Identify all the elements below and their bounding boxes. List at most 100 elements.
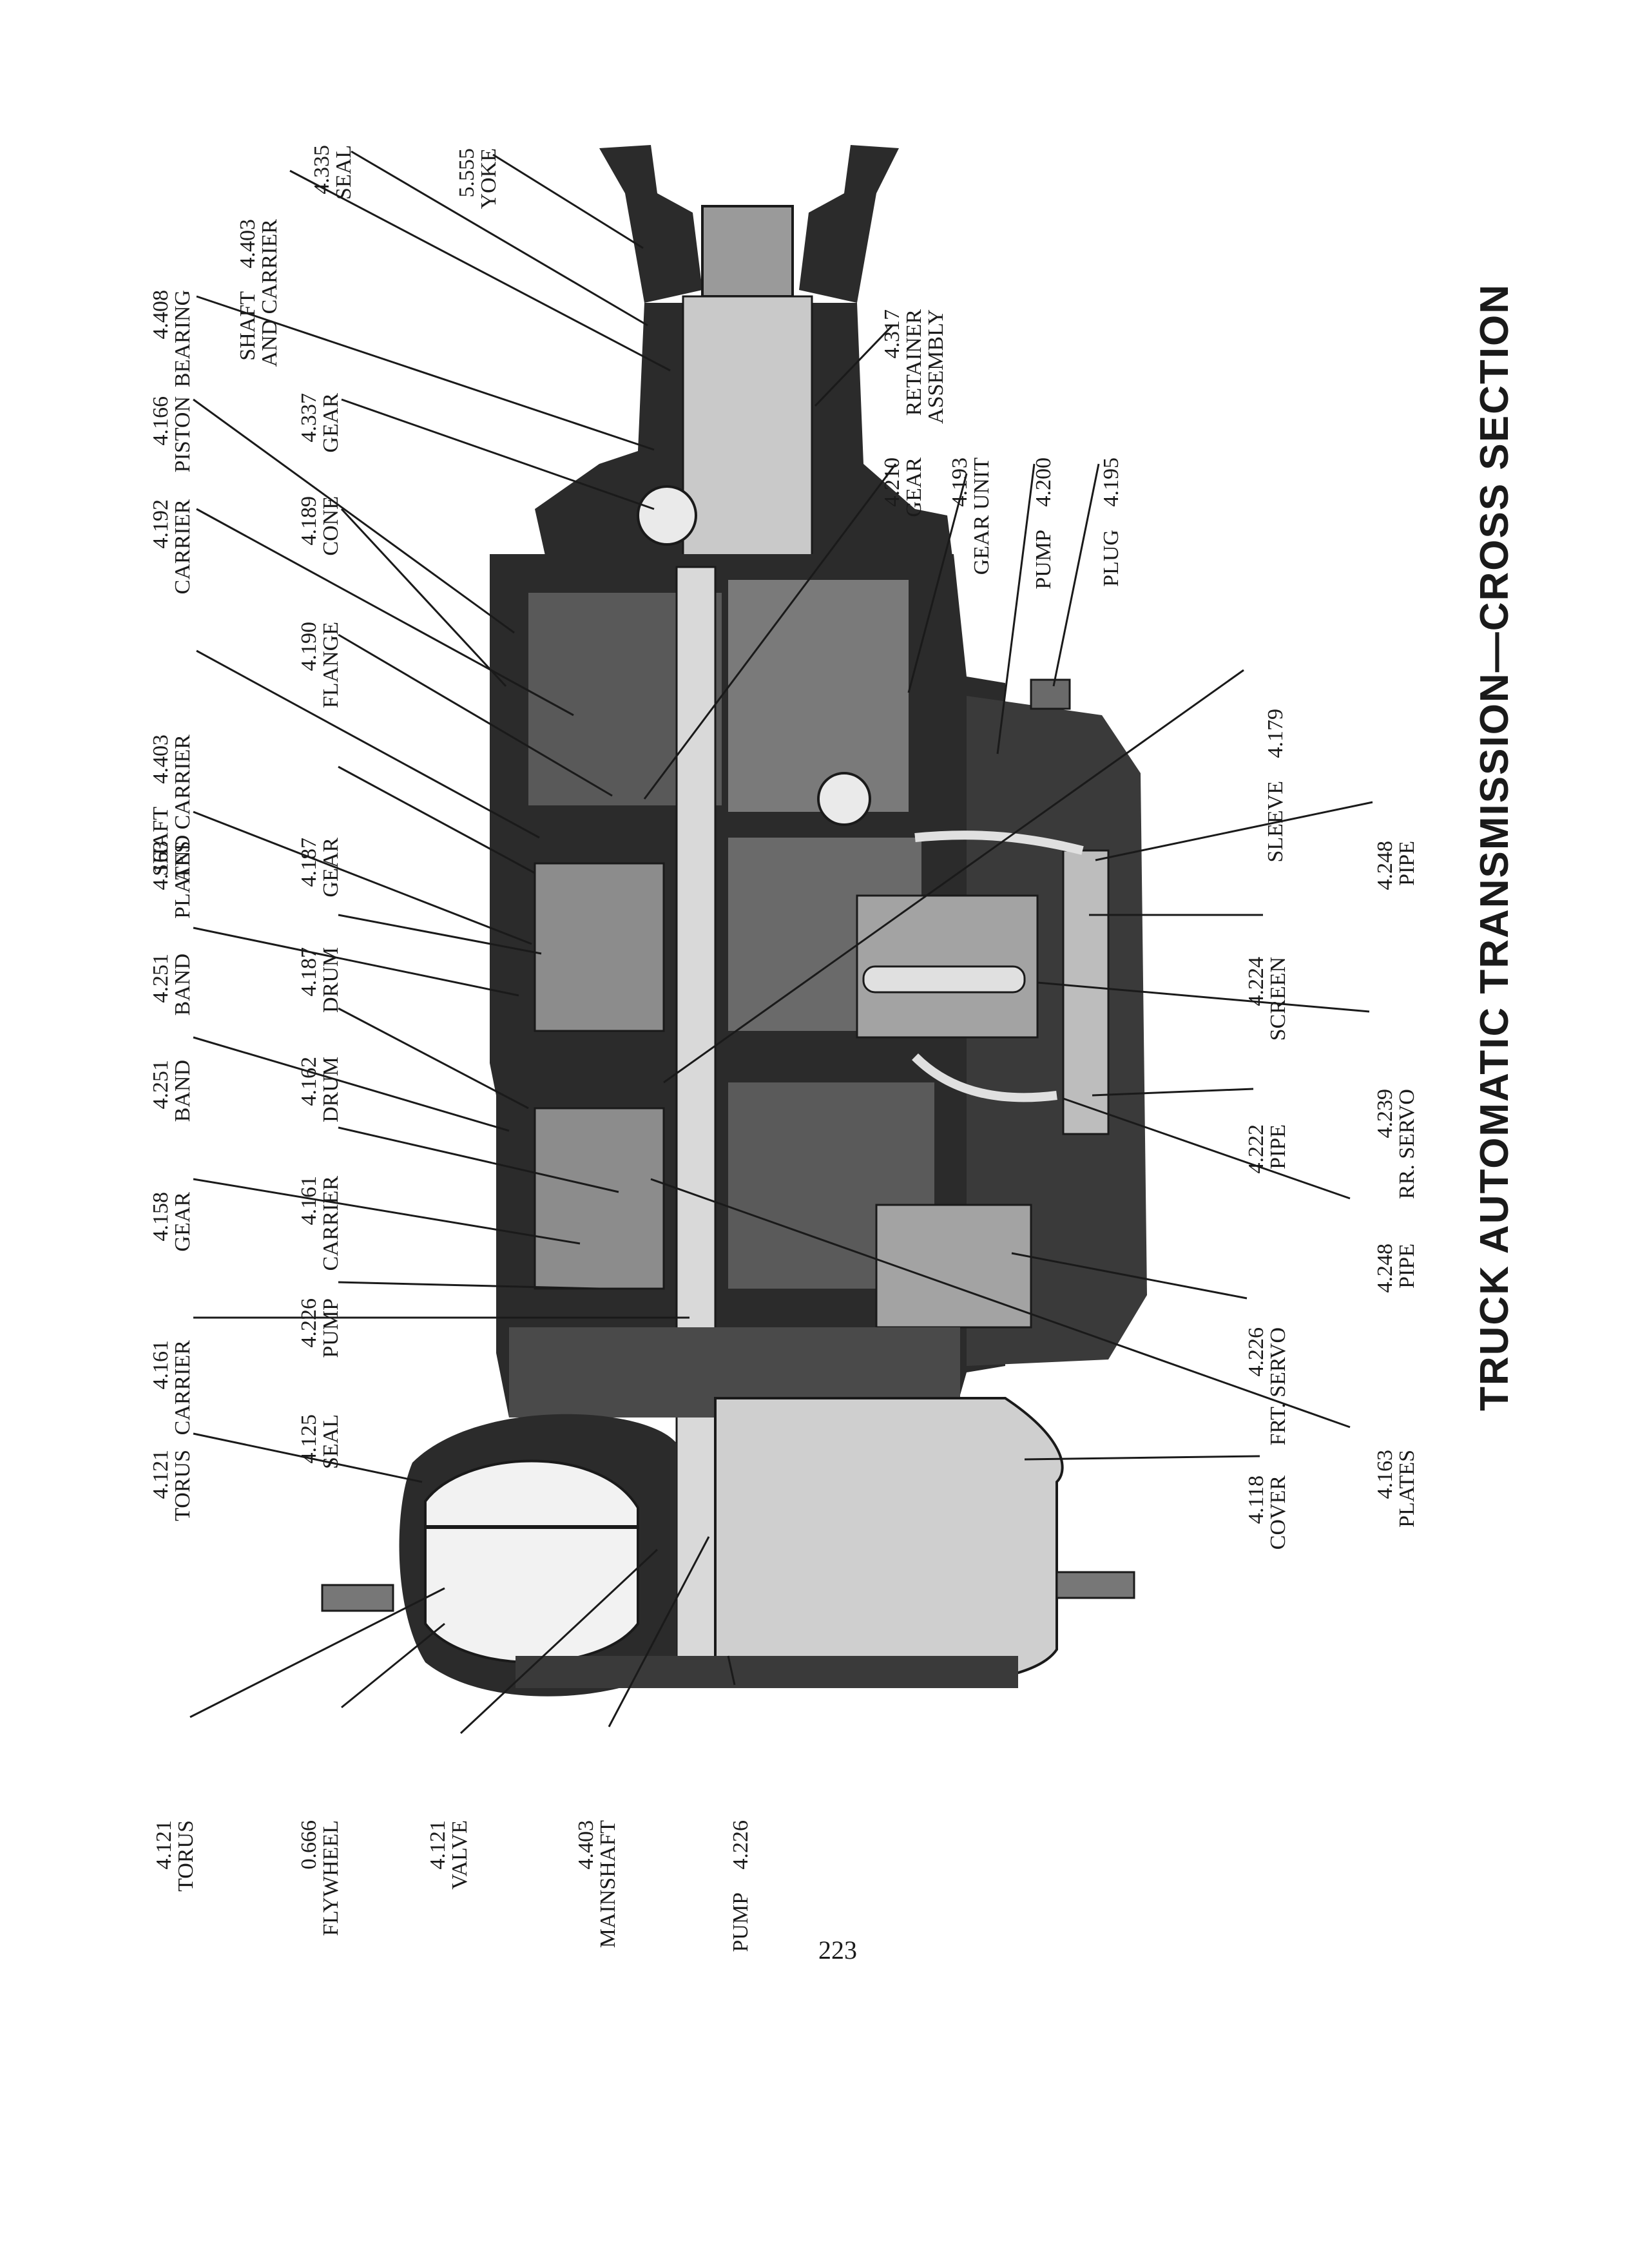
callout-label: GEAR UNIT — [970, 457, 994, 575]
callout-label: GEAR — [319, 393, 343, 453]
callout-label: 4.408 — [149, 290, 173, 340]
callout-label: 4.189 — [297, 496, 321, 546]
torus-left — [424, 1459, 639, 1664]
leader-line — [663, 669, 1244, 1084]
front-servo — [875, 1204, 1032, 1329]
callout-label: ASSEMBLY — [924, 309, 948, 424]
leader-line — [338, 633, 613, 797]
callout-label: 4.121 — [426, 1820, 450, 1870]
callout-label: FLANGE — [319, 622, 343, 708]
callout-label: SEAL — [332, 145, 356, 200]
callout-label: PIPE — [1395, 1244, 1419, 1289]
callout-label: 4.125 — [297, 1414, 321, 1464]
callout-label: AND CARRIER — [171, 735, 195, 883]
leader-line — [193, 1178, 581, 1245]
callout-label: 5.555 — [455, 148, 479, 198]
leader-line — [1092, 1088, 1254, 1097]
callout-label: 4.226 — [1244, 1327, 1268, 1377]
callout-label: 4.335 — [310, 145, 334, 195]
callout-label: 4.161 — [297, 1176, 321, 1225]
leader-line — [727, 1655, 736, 1686]
leader-line — [1037, 981, 1370, 1013]
leader-line — [289, 169, 671, 372]
callout-label: 4.187 — [297, 838, 321, 887]
callout-label: PLUG — [1099, 530, 1123, 587]
callout-label: 4.192 — [149, 499, 173, 549]
callout-label: 4.187 — [297, 947, 321, 997]
callout-label: 4.251 — [149, 1060, 173, 1110]
callout-label: 4.200 — [1032, 457, 1055, 507]
mount-lug-left — [321, 1584, 394, 1612]
callout-label: 4.121 — [152, 1820, 176, 1870]
gear-unit-block — [728, 580, 909, 812]
callout-label: 4.317 — [880, 309, 904, 359]
callout-label: FLYWHEEL — [319, 1820, 343, 1936]
leader-line — [351, 150, 648, 327]
callout-label: AND CARRIER — [258, 219, 282, 367]
callout-label: 4.224 — [1244, 957, 1268, 1006]
leader-line — [338, 765, 535, 874]
leader-line — [459, 1548, 659, 1735]
callout-label: PUMP — [729, 1892, 753, 1952]
callout-label: VALVE — [448, 1820, 472, 1890]
callout-label: 4.251 — [149, 954, 173, 1003]
callout-label: 4.190 — [297, 622, 321, 671]
leader-line — [650, 1178, 1351, 1428]
callout-label: TORUS — [171, 1450, 195, 1521]
leader-line — [193, 811, 532, 945]
callout-label: SEAL — [319, 1414, 343, 1469]
callout-label: 4.161 — [149, 1340, 173, 1390]
flywheel — [516, 1656, 1018, 1688]
callout-label: 4.403 — [236, 219, 260, 269]
leader-line — [193, 398, 515, 634]
callout-label: 4.179 — [1264, 709, 1287, 758]
output-gear — [637, 485, 697, 546]
callout-label: CONE — [319, 496, 343, 556]
yoke-shape-right — [799, 145, 899, 303]
callout-label: 4.163 — [1373, 1450, 1397, 1499]
leader-line — [1024, 1455, 1260, 1461]
callout-label: 4.226 — [729, 1820, 753, 1870]
callout-label: 4.337 — [297, 393, 321, 443]
leader-line — [341, 1622, 445, 1709]
callout-label: RETAINER — [902, 309, 926, 416]
mount-lug-right — [1055, 1571, 1135, 1599]
callout-label: RR. SERVO — [1395, 1089, 1419, 1199]
callout-label: CARRIER — [319, 1176, 343, 1271]
leader-line — [341, 398, 655, 510]
callout-label: 4.166 — [149, 396, 173, 446]
leader-line — [907, 473, 968, 693]
oil-pipe-upper — [914, 831, 1084, 855]
leader-line — [338, 1126, 619, 1193]
pump-gear — [817, 772, 871, 826]
callout-label: CARRIER — [171, 1340, 195, 1436]
oil-screen — [1062, 849, 1110, 1135]
callout-label: 4.118 — [1244, 1475, 1268, 1524]
leader-line — [996, 463, 1036, 754]
leader-line — [1063, 1097, 1351, 1200]
callout-label: TORUS — [174, 1820, 198, 1892]
callout-label: MAINSHAFT — [596, 1820, 620, 1948]
leader-line — [340, 508, 507, 687]
converter-cover — [714, 1397, 1064, 1687]
leader-line — [189, 1587, 445, 1718]
transmission-illustration — [321, 145, 1147, 1696]
callout-label: 4.162 — [297, 1057, 321, 1106]
page-number: 223 — [818, 1936, 857, 1965]
callout-label: 4.210 — [880, 457, 904, 507]
callout-label: 4.121 — [149, 1450, 173, 1499]
callout-label: BAND — [171, 1060, 195, 1122]
clutch-plates-upper — [534, 862, 665, 1032]
leader-line — [193, 927, 519, 997]
callout-label: 4.248 — [1373, 1244, 1397, 1293]
callout-label: GEAR — [902, 457, 926, 517]
callout-label: CARRIER — [171, 499, 195, 595]
leader-line — [193, 1432, 423, 1483]
callout-label: GEAR — [319, 838, 343, 898]
leader-line — [1052, 463, 1100, 687]
callout-label: SHAFT — [236, 291, 260, 361]
callout-label: SLEEVE — [1264, 781, 1287, 863]
tail-shaft — [682, 295, 813, 568]
